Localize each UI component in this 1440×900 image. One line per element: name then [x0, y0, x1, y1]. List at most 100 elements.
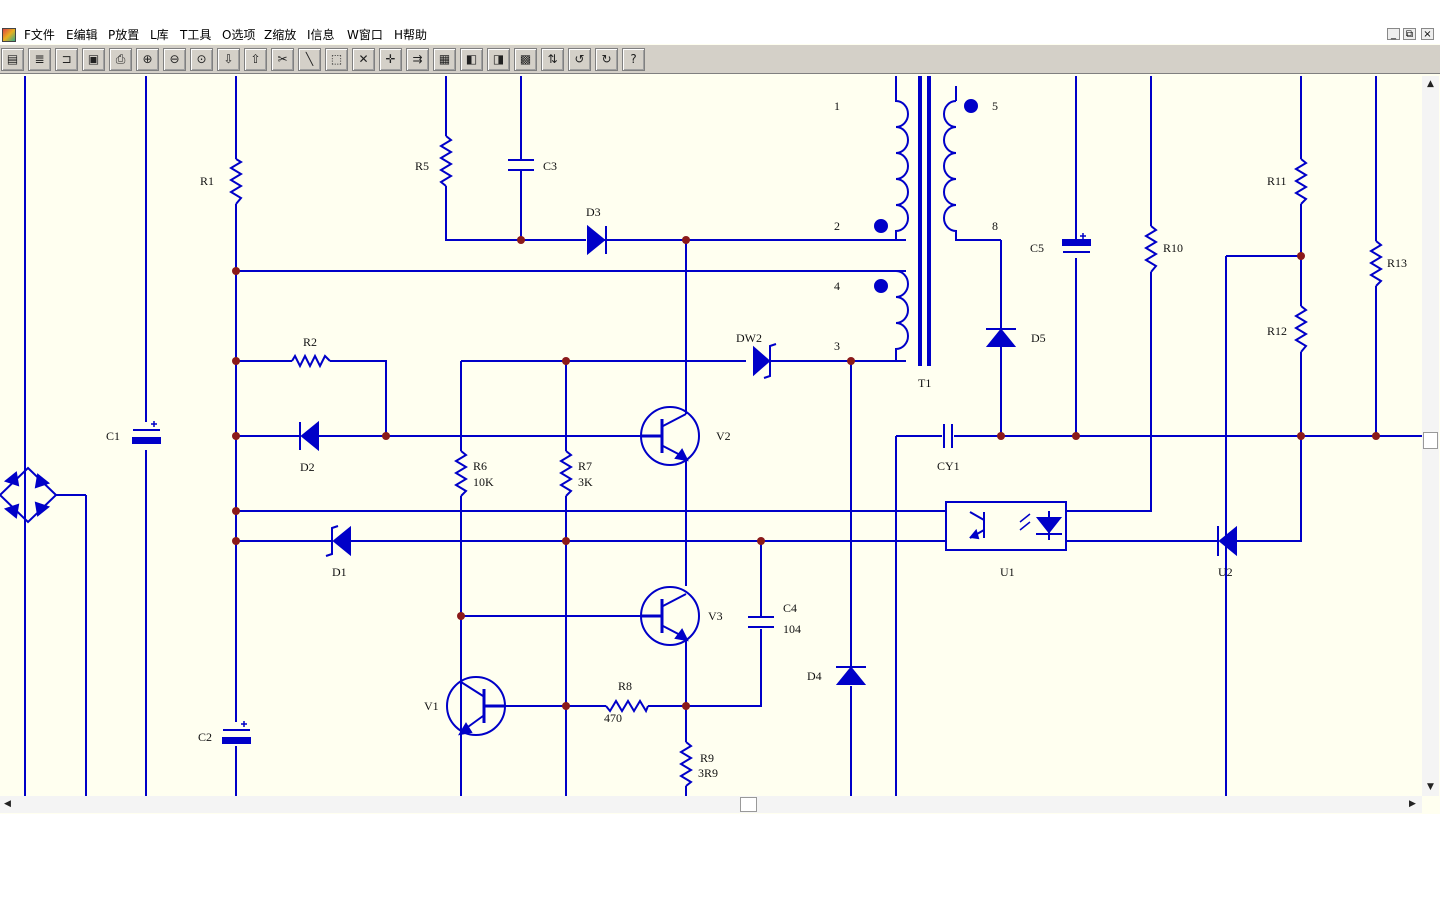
menu-options[interactable]: O选项: [222, 28, 256, 42]
transistor-v1-symbol: [446, 676, 506, 736]
transistor-v2-symbol: [640, 406, 700, 466]
select-box-icon[interactable]: ⬚: [325, 48, 348, 71]
rotate-left-icon[interactable]: ↺: [568, 48, 591, 71]
app-window: F文件 E编辑 P放置 L库 T工具 O选项 Z缩放 I信息 W窗口 H帮助 _…: [0, 26, 1440, 814]
pin-4-label: 4: [834, 279, 840, 293]
menu-zoom[interactable]: Z缩放: [264, 28, 297, 42]
capacitor-c2-symbol: [222, 721, 251, 744]
label-r6: R6: [473, 459, 487, 473]
move-up-icon[interactable]: ⇧: [244, 48, 267, 71]
label-r7: R7: [578, 459, 592, 473]
resistor-r6-symbol: [454, 450, 468, 497]
menu-place[interactable]: P放置: [108, 28, 140, 42]
draw-line-icon[interactable]: ╲: [298, 48, 321, 71]
label-u1: U1: [1000, 565, 1015, 579]
label-d2: D2: [300, 460, 315, 474]
book-icon[interactable]: ◧: [460, 48, 483, 71]
label-c4: C4: [783, 601, 797, 615]
label-d3: D3: [586, 205, 601, 219]
menu-window[interactable]: W窗口: [347, 28, 383, 42]
label-dw2: DW2: [736, 331, 762, 345]
grid-icon[interactable]: ▩: [514, 48, 537, 71]
menu-edit[interactable]: E编辑: [66, 28, 98, 42]
zoom-out-icon[interactable]: ⊖: [163, 48, 186, 71]
capacitor-c1-symbol: [132, 421, 161, 444]
label-r9: R9: [700, 751, 714, 765]
transistor-v3-symbol: [640, 586, 700, 646]
value-r7: 3K: [578, 475, 593, 489]
close-button[interactable]: ×: [1421, 28, 1434, 40]
bus-icon[interactable]: ⇉: [406, 48, 429, 71]
capacitor-c4-symbol: [748, 616, 774, 628]
toolbar: ▤≣⊐▣⎙⊕⊖⊙⇩⇧✂╲⬚✕✛⇉▦◧◨▩⇅↺↻?: [0, 45, 1440, 74]
align-icon[interactable]: ⇅: [541, 48, 564, 71]
capacitor-c5-symbol: [1062, 233, 1091, 253]
app-icon[interactable]: [2, 28, 16, 42]
chip-icon[interactable]: ▦: [433, 48, 456, 71]
menu-library[interactable]: L库: [150, 28, 169, 42]
label-t1: T1: [918, 376, 931, 390]
move-icon[interactable]: ✛: [379, 48, 402, 71]
pin-3-label: 3: [834, 339, 840, 353]
schematic-drawing[interactable]: R1 R2 D2 D1 C1: [0, 76, 1422, 796]
cross-icon[interactable]: ✕: [352, 48, 375, 71]
cut-wire-icon[interactable]: ✂: [271, 48, 294, 71]
value-r9: 3R9: [698, 766, 718, 780]
label-c1: C1: [106, 429, 120, 443]
resistor-r11-symbol: [1294, 158, 1308, 205]
resistor-r2-symbol: [291, 353, 331, 369]
vertical-scroll-thumb[interactable]: [1423, 432, 1438, 449]
scroll-down-button[interactable]: ▼: [1424, 781, 1437, 794]
scroll-left-button[interactable]: ◀: [1, 798, 14, 811]
print-icon[interactable]: ⎙: [109, 48, 132, 71]
move-down-icon[interactable]: ⇩: [217, 48, 240, 71]
tree-icon[interactable]: ▤: [1, 48, 24, 71]
label-r11: R11: [1267, 174, 1287, 188]
label-v2: V2: [716, 429, 731, 443]
menu-info[interactable]: I信息: [307, 28, 335, 42]
label-r5: R5: [415, 159, 429, 173]
schematic-canvas[interactable]: R1 R2 D2 D1 C1: [0, 76, 1422, 796]
pin-5-label: 5: [992, 99, 998, 113]
save-icon[interactable]: ▣: [82, 48, 105, 71]
scroll-right-button[interactable]: ▶: [1406, 798, 1419, 811]
junction-dots: [232, 236, 1380, 710]
scroll-up-button[interactable]: ▲: [1424, 78, 1437, 91]
open-folder-icon[interactable]: ⊐: [55, 48, 78, 71]
vertical-scrollbar[interactable]: ▲ ▼: [1422, 76, 1439, 796]
resistor-r13-symbol: [1369, 240, 1383, 287]
horizontal-scrollbar[interactable]: ◀ ▶: [0, 796, 1422, 813]
open-book-icon[interactable]: ◨: [487, 48, 510, 71]
menu-bar: F文件 E编辑 P放置 L库 T工具 O选项 Z缩放 I信息 W窗口 H帮助 _…: [0, 26, 1440, 44]
label-r1: R1: [200, 174, 214, 188]
zoom-fit-icon[interactable]: ⊙: [190, 48, 213, 71]
resistor-r10-symbol: [1144, 225, 1158, 273]
pin-1-label: 1: [834, 99, 840, 113]
resistor-r8-symbol: [605, 699, 649, 714]
restore-button[interactable]: ⧉: [1403, 28, 1416, 40]
diode-d2-symbol: [299, 420, 319, 452]
optocoupler-u1-symbol: [945, 501, 1067, 551]
menu-help[interactable]: H帮助: [394, 28, 428, 42]
menu-file[interactable]: F文件: [24, 28, 55, 42]
label-u2: U2: [1218, 565, 1233, 579]
resistor-r5-symbol: [439, 135, 453, 187]
label-d5: D5: [1031, 331, 1046, 345]
value-c4: 104: [783, 622, 801, 636]
label-v3: V3: [708, 609, 723, 623]
regulator-u2-symbol: [1217, 525, 1237, 557]
zoom-in-icon[interactable]: ⊕: [136, 48, 159, 71]
label-d1: D1: [332, 565, 347, 579]
menu-tools[interactable]: T工具: [180, 28, 212, 42]
horizontal-scroll-thumb[interactable]: [740, 797, 757, 812]
rotate-right-icon[interactable]: ↻: [595, 48, 618, 71]
minimize-button[interactable]: _: [1387, 28, 1400, 40]
pin-2-label: 2: [834, 219, 840, 233]
help-icon[interactable]: ?: [622, 48, 645, 71]
bridge-rectifier-symbol: [0, 466, 58, 524]
diode-d4-symbol: [835, 666, 867, 685]
resistor-r1-symbol: [229, 158, 243, 205]
pin-8-label: 8: [992, 219, 998, 233]
label-r2: R2: [303, 335, 317, 349]
component-library-icon[interactable]: ≣: [28, 48, 51, 71]
